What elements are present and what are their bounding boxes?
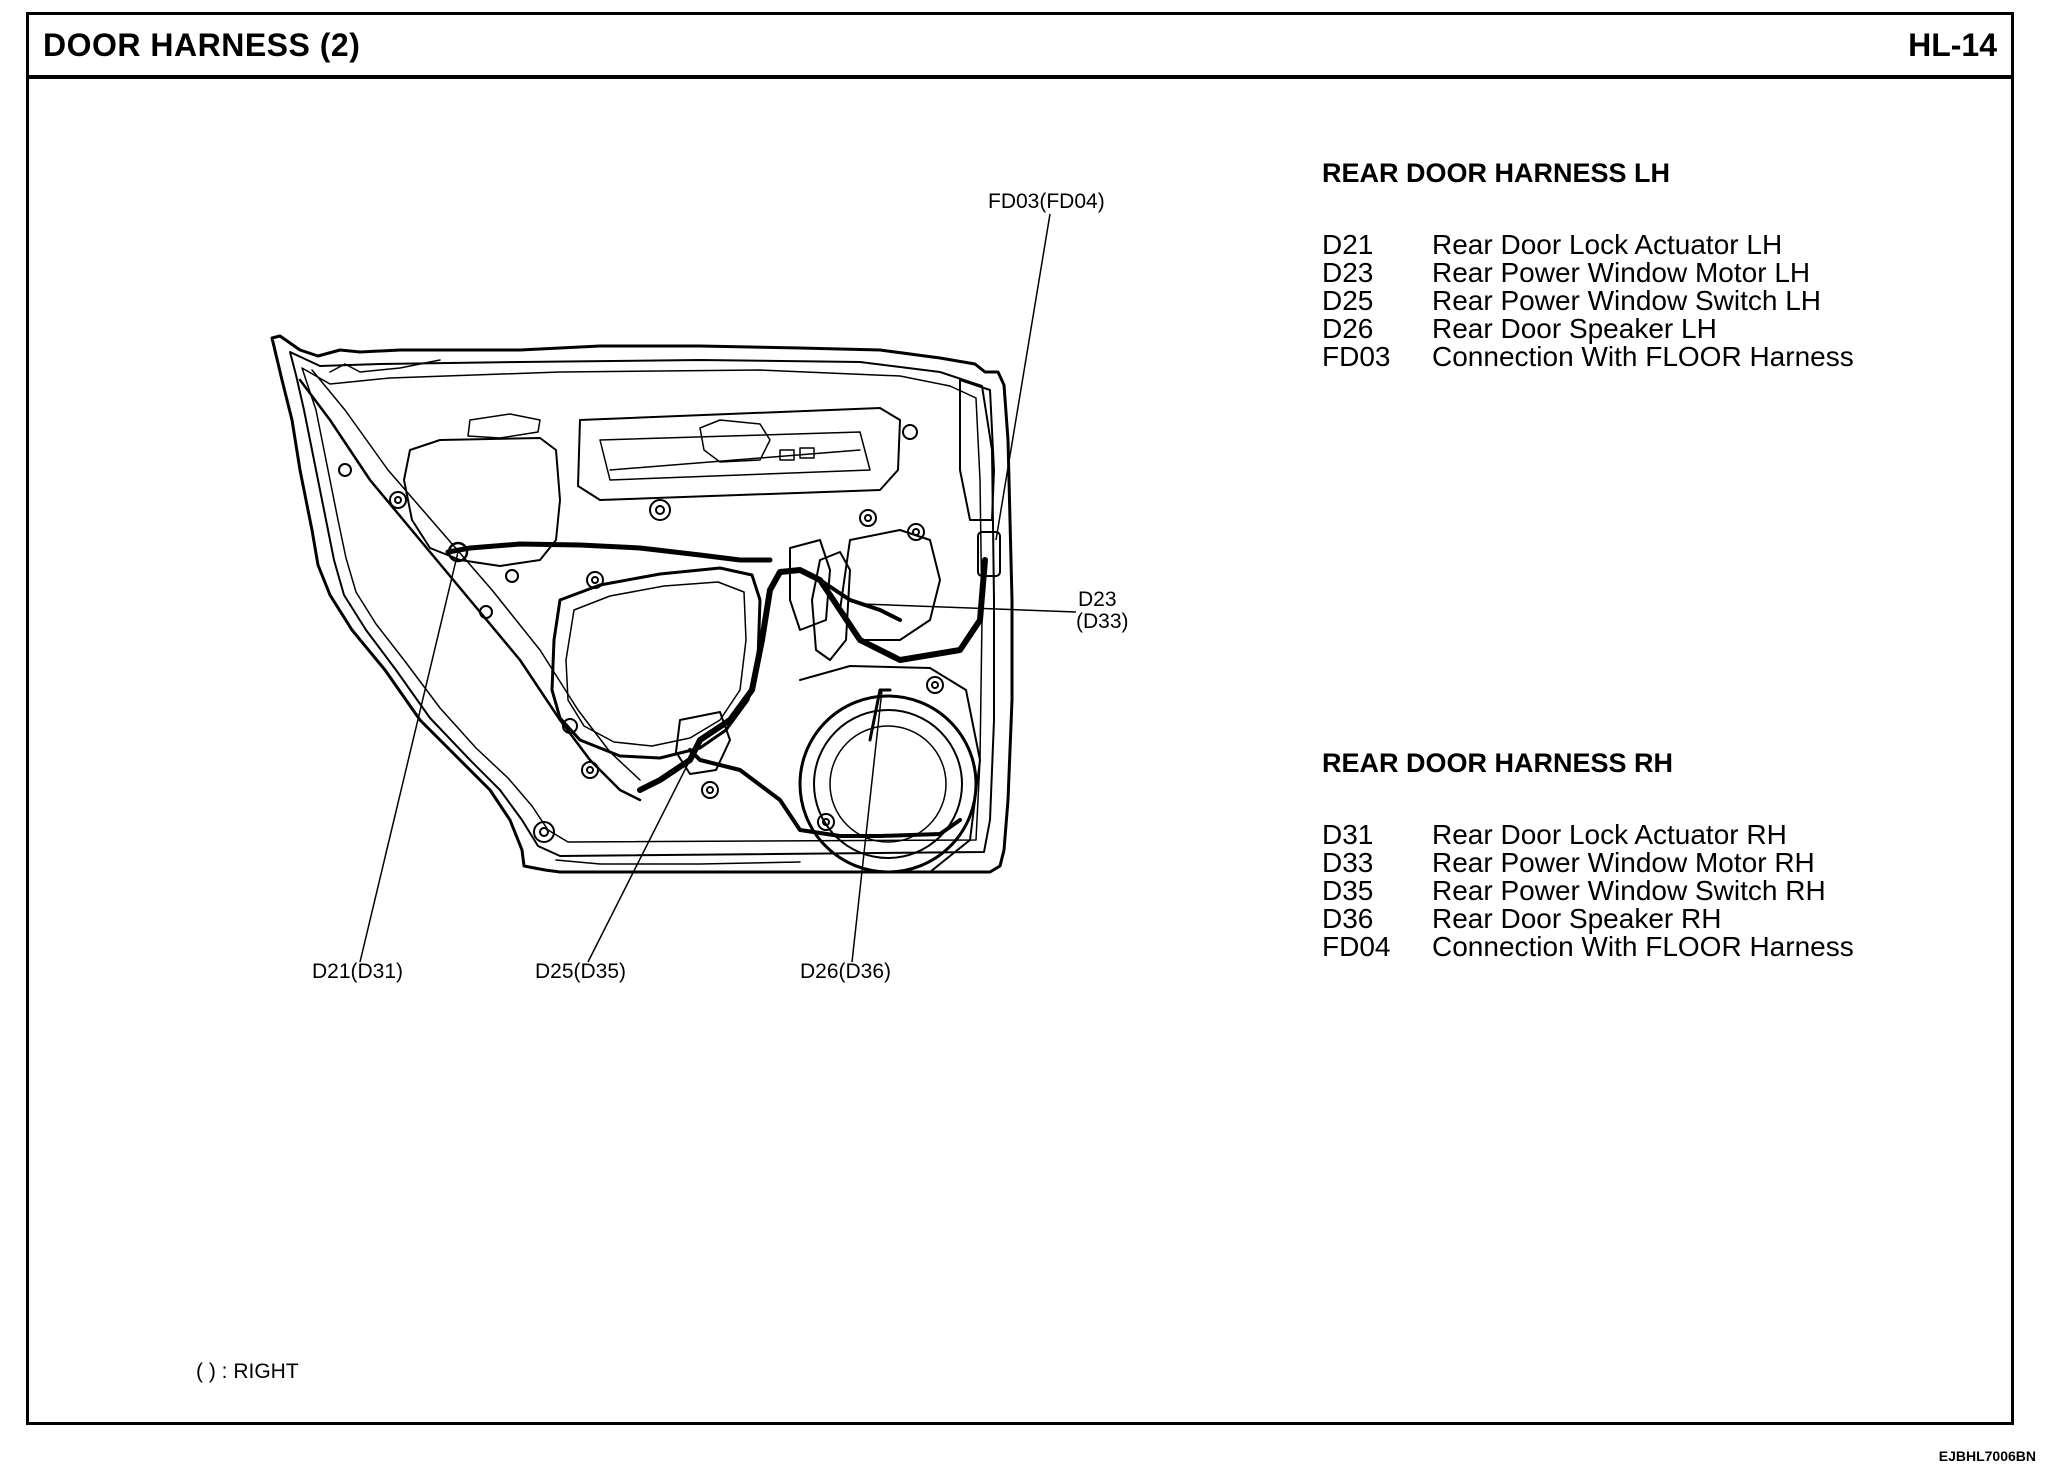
connector-desc: Connection With FLOOR Harness [1432,341,1854,372]
regulator-rail-inner [599,431,871,481]
leader-d23 [861,603,1077,613]
lock-region [839,529,941,641]
service-hole-inner [565,581,747,747]
callout-d21: D21(D31) [312,960,404,983]
lock-actuator-body [811,551,851,661]
connector-code: D31 [1322,819,1374,850]
figure-code: EJBHL7006BN [1938,1448,2036,1464]
d25-connector-cluster [675,711,731,775]
service-hole-main [550,566,762,760]
connector-desc: Rear Door Lock Actuator LH [1432,229,1783,260]
regulator-cable [609,449,861,471]
speaker-housing [799,665,981,873]
list-item: FD03 Connection With FLOOR Harness [1322,343,1854,371]
list-item: D36 Rear Door Speaker RH [1322,905,1854,933]
connector-desc: Rear Power Window Switch RH [1432,875,1826,906]
connector-code: D36 [1322,903,1374,934]
connector-code: D35 [1322,875,1374,906]
page-title: DOOR HARNESS (2) [43,27,361,63]
connector-code: D25 [1322,285,1374,316]
regulator-bracket [699,419,771,463]
connector-desc: Rear Power Window Motor RH [1432,847,1815,878]
right-side-legend-note: ( ) : RIGHT [196,1360,299,1383]
lh-harness-section: REAR DOOR HARNESS LH D21 Rear Door Lock … [1322,158,1854,371]
lower-stiffener [555,859,801,865]
speaker-cone [829,725,947,843]
upper-recess [467,413,541,439]
list-item: D25 Rear Power Window Switch LH [1322,287,1854,315]
connector-code: FD04 [1322,931,1391,962]
rear-channel [959,379,995,521]
leader-d25 [587,739,701,963]
connector-code: D26 [1322,313,1374,344]
leader-d26 [851,689,883,963]
callout-d25: D25(D35) [535,960,627,983]
harness-edge-route-2 [311,369,641,781]
connector-code: D21 [1322,229,1374,260]
list-item: D26 Rear Door Speaker LH [1322,315,1854,343]
connector-code: D23 [1322,257,1374,288]
harness-edge-route [298,378,642,802]
title-bar: DOOR HARNESS (2) HL-14 [29,15,2011,79]
list-item: D33 Rear Power Window Motor RH [1322,849,1854,877]
page-frame: DOOR HARNESS (2) HL-14 [26,12,2014,1425]
list-item: D31 Rear Door Lock Actuator RH [1322,821,1854,849]
connector-code: D33 [1322,847,1374,878]
top-stiffener [329,359,441,373]
leader-fd03 [995,213,1051,541]
connector-desc: Connection With FLOOR Harness [1432,931,1854,962]
callout-d33: (D33) [1076,610,1129,633]
harness-lower-route [688,748,962,838]
list-item: D35 Rear Power Window Switch RH [1322,877,1854,905]
lh-section-title: REAR DOOR HARNESS LH [1322,158,1671,188]
leader-d21 [359,551,459,963]
callout-d23: D23 [1078,588,1117,611]
connector-desc: Rear Power Window Switch LH [1432,285,1822,316]
connector-desc: Rear Power Window Motor LH [1432,257,1811,288]
harness-branch-speaker [868,688,892,742]
clip-rect-2 [799,447,815,459]
clip-rect-1 [779,449,795,461]
list-item: FD04 Connection With FLOOR Harness [1322,933,1854,961]
callout-d26: D26(D36) [800,960,892,983]
connector-desc: Rear Door Lock Actuator RH [1432,819,1787,850]
harness-upper-route [445,541,773,563]
door-frame-line [301,367,983,843]
regulator-rail-top [577,407,901,501]
connector-code: FD03 [1322,341,1391,372]
speaker-outer [798,694,978,874]
door-inner-outline [289,351,995,857]
rh-harness-section: REAR DOOR HARNESS RH D31 Rear Door Lock … [1322,748,1854,961]
floor-connector-body [977,531,1001,577]
door-outer-outline [270,334,1014,874]
speaker-ring [813,709,963,859]
d21-connector [447,541,469,563]
connector-desc: Rear Door Speaker LH [1432,313,1717,344]
page-code: HL-14 [1908,27,1997,63]
d23-connector-cluster [789,539,831,631]
callout-fd03: FD03(FD04) [988,190,1105,213]
list-item: D21 Rear Door Lock Actuator LH [1322,231,1854,259]
list-item: D23 Rear Power Window Motor LH [1322,259,1854,287]
rh-section-title: REAR DOOR HARNESS RH [1322,748,1674,778]
upper-access-panel [403,437,561,567]
connector-desc: Rear Door Speaker RH [1432,903,1722,934]
fasteners [338,424,944,843]
harness-branch-d23 [818,578,902,622]
